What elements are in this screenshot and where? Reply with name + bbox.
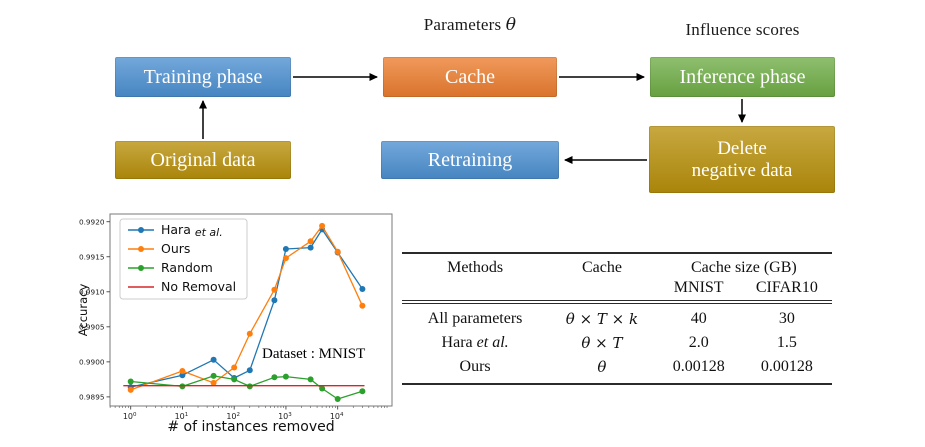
cache-text: Cache (445, 65, 495, 88)
retraining-text: Retraining (427, 148, 513, 171)
influence-scores-label: Influence scores (685, 20, 800, 39)
delete-negative-data-box: Delete negative data (649, 126, 835, 193)
svg-text:103: 103 (278, 412, 292, 421)
theta-symbol: θ (505, 15, 517, 35)
method-etal: et al. (476, 334, 509, 351)
retraining-box: Retraining (381, 141, 559, 179)
cell-cache-formula: θ (597, 358, 607, 376)
cell-method: All parameters (402, 302, 548, 331)
svg-text:0.9915: 0.9915 (79, 252, 105, 261)
cell-cifar10-size: 1.5 (776, 334, 797, 351)
svg-text:No Removal: No Removal (161, 279, 236, 294)
delete-text-line2: negative data (691, 159, 793, 181)
method-text: Hara (441, 334, 477, 351)
svg-text:Random: Random (161, 260, 213, 275)
table-header-row: Methods Cache Cache size (GB) (402, 253, 832, 278)
col-header-cache: Cache (581, 259, 622, 276)
svg-text:0.9895: 0.9895 (79, 392, 105, 401)
cache-size-table: Methods Cache Cache size (GB) MNIST CIFA… (402, 252, 832, 385)
training-phase-box: Training phase (115, 57, 291, 97)
cell-cifar10-size: 30 (778, 310, 795, 327)
table-subheader-row: MNIST CIFAR10 (402, 278, 832, 304)
cell-cifar10-size: 0.00128 (760, 358, 813, 375)
inference-phase-box: Inference phase (650, 57, 835, 97)
table-row-all-parameters: All parameters θ × T × k 40 30 (402, 302, 832, 331)
svg-text:0.9920: 0.9920 (79, 217, 105, 226)
accuracy-chart: 0.9895 0.9900 0.9905 0.9910 0.9915 0.9920 100 1… (78, 208, 408, 447)
col-header-mnist: MNIST (655, 278, 742, 304)
method-text: Ours (459, 358, 491, 375)
svg-text:0.9905: 0.9905 (79, 322, 105, 331)
svg-text:104: 104 (330, 412, 344, 421)
cell-mnist-size: 0.00128 (672, 358, 725, 375)
cell-method: Hara et al. (402, 331, 548, 355)
table-row-hara: Hara et al. θ × T 2.0 1.5 (402, 331, 832, 355)
svg-text:0.9900: 0.9900 (79, 357, 105, 366)
cell-mnist-size: 40 (690, 310, 707, 327)
original-data-text: Original data (150, 148, 256, 171)
inference-phase-text: Inference phase (679, 65, 806, 88)
subheader-empty-2 (548, 278, 656, 304)
table-row-ours: Ours θ 0.00128 0.00128 (402, 355, 832, 384)
cache-size-table-grid: Methods Cache Cache size (GB) MNIST CIFA… (402, 252, 832, 385)
original-data-box: Original data (115, 141, 291, 179)
svg-text:Ours: Ours (161, 241, 190, 256)
col-header-methods: Methods (447, 259, 504, 276)
parameters-label: Parameters θ (383, 15, 557, 35)
training-phase-text: Training phase (143, 65, 263, 88)
delete-text-line1: Delete (717, 137, 767, 159)
col-header-cache-size: Cache size (GB) (690, 259, 797, 276)
svg-text:100: 100 (123, 412, 137, 421)
cell-mnist-size: 2.0 (688, 334, 709, 351)
cell-method: Ours (402, 355, 548, 384)
cache-box: Cache (383, 57, 557, 97)
col-header-cifar10: CIFAR10 (741, 278, 832, 304)
svg-text:Accuracy: Accuracy (78, 284, 90, 337)
method-text: All parameters (427, 310, 523, 327)
svg-text:Dataset : MNIST: Dataset : MNIST (262, 346, 365, 362)
cell-cache-formula: θ × T (581, 334, 623, 352)
parameters-label-text: Parameters (423, 15, 506, 34)
subheader-empty-1 (402, 278, 549, 304)
svg-text:# of instances removed: # of instances removed (167, 419, 334, 435)
svg-text:102: 102 (226, 412, 240, 421)
svg-text:Hara et al.: Hara et al. (161, 222, 223, 239)
accuracy-chart-svg: 0.9895 0.9900 0.9905 0.9910 0.9915 0.9920 100 1… (78, 213, 393, 435)
svg-text:101: 101 (175, 412, 189, 421)
cell-cache-formula: θ × T × k (565, 310, 639, 328)
svg-text:0.9910: 0.9910 (79, 287, 105, 296)
